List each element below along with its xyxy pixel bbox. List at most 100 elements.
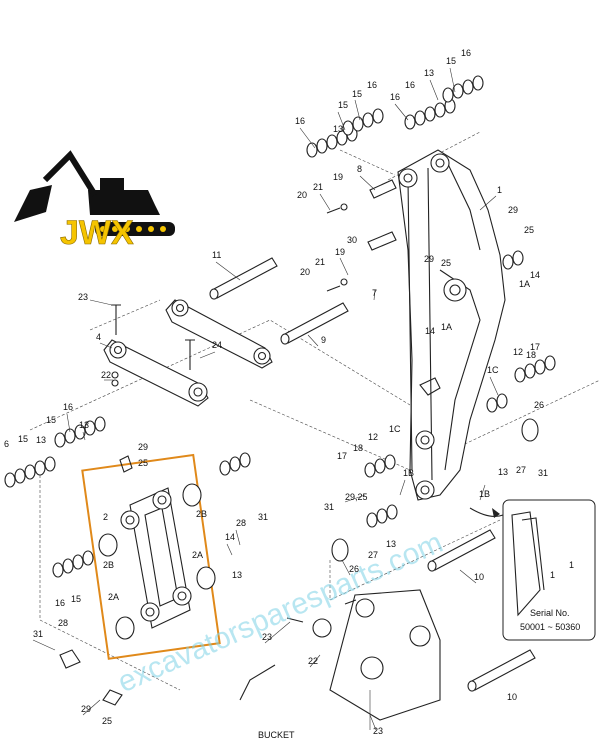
washer-9-2 (384, 454, 396, 470)
washer-6-0 (502, 254, 514, 270)
callout-c81: 29 (81, 704, 91, 714)
callout-c16: 29 (508, 205, 518, 215)
serial-inset: 1 Serial No. 50001 ~ 50360 (469, 499, 596, 641)
callout-c70: 10 (474, 572, 484, 582)
bucket-bracket (239, 589, 441, 730)
washer-0-3 (336, 130, 348, 146)
callout-c24: 29 (424, 254, 434, 264)
callout-c71: 1 (569, 560, 574, 570)
leader-line-0 (299, 127, 316, 149)
callout-c8: 16 (461, 48, 471, 58)
callout-c63: 31 (324, 502, 334, 512)
callout-c32: 24 (212, 340, 222, 350)
leader-line-2 (354, 99, 361, 121)
callout-c19: 19 (335, 247, 345, 257)
washer-8-0 (486, 397, 498, 413)
callout-c46: 29 (138, 442, 148, 452)
leader-line-18 (66, 413, 71, 433)
callout-c57: 29,25 (345, 492, 368, 502)
callout-c74: 15 (71, 594, 81, 604)
leader-line-7 (479, 195, 497, 211)
leader-line-13 (99, 342, 113, 349)
callout-c36: 12 (513, 347, 523, 357)
callout-c25: 25 (441, 258, 451, 268)
callout-c10: 16 (405, 80, 415, 90)
bucket-label: BUCKET (258, 730, 295, 739)
leader-line-17 (489, 376, 499, 396)
washer-2-0 (404, 114, 416, 130)
leader-line-24 (226, 543, 233, 556)
callout-c31: 4 (96, 332, 101, 342)
washer-11-2 (72, 554, 84, 570)
callout-c11: 8 (357, 164, 362, 174)
washer-3-1 (452, 83, 464, 99)
washer-12-0 (366, 512, 378, 528)
leader-line-21 (399, 479, 406, 496)
washer-5-0 (54, 432, 66, 448)
callout-c59: 1B (479, 489, 490, 499)
leader-line-11 (215, 261, 241, 281)
callout-c72: 2A (108, 592, 119, 602)
link-part-4 (103, 339, 209, 407)
callout-c48: 12 (368, 432, 378, 442)
callout-c64: 14 (225, 532, 235, 542)
callout-c78: 31 (33, 629, 43, 639)
callout-c49: 1C (389, 424, 401, 434)
washer-1-1 (352, 116, 364, 132)
leader-line-9 (339, 257, 349, 276)
washer-5-3 (84, 420, 96, 436)
callout-c82: 25 (102, 716, 112, 726)
washer-2-3 (434, 102, 446, 118)
washer-10-1 (229, 456, 241, 472)
leader-line-32 (32, 639, 56, 651)
washer-3-3 (472, 75, 484, 91)
leader-line-25 (341, 559, 351, 576)
washer-9-1 (374, 458, 386, 474)
callout-c43: 15 (18, 434, 28, 444)
washer-0-1 (316, 138, 328, 154)
callout-c75: 23 (262, 632, 272, 642)
leader-line-30 (369, 714, 377, 731)
excavator-icon (14, 150, 175, 236)
callout-c73: 16 (55, 598, 65, 608)
washer-11-0 (52, 562, 64, 578)
callout-c56: 2B (196, 509, 207, 519)
callout-c34: 22 (101, 370, 111, 380)
callout-c47: 25 (138, 458, 148, 468)
washer-4-2 (24, 464, 36, 480)
callout-c35: 1C (487, 365, 499, 375)
callout-c6: 16 (390, 92, 400, 102)
bushings-part-2-set (98, 483, 216, 640)
washer-10-2 (239, 452, 251, 468)
washer-4-0 (4, 472, 16, 488)
callout-c39: 15 (46, 415, 56, 425)
leader-line-20 (344, 494, 366, 503)
callout-c45: 26 (534, 400, 544, 410)
leader-line-26 (459, 569, 477, 584)
arm-part-1 (397, 149, 506, 501)
washer-8-1 (496, 393, 508, 409)
washer-0-0 (306, 142, 318, 158)
washer-11-1 (62, 558, 74, 574)
callout-c38: 17 (530, 342, 540, 352)
inset-caption-range: 50001 ~ 50360 (520, 622, 580, 632)
callout-c2: 16 (295, 116, 305, 126)
washer-1-3 (372, 108, 384, 124)
brand-logo: JWX (14, 150, 175, 252)
logo-text: JWX (60, 214, 134, 252)
callout-c33: 9 (321, 335, 326, 345)
inset-part-label: 1 (550, 570, 555, 580)
callout-c18: 11 (212, 250, 221, 260)
washer-2-2 (424, 106, 436, 122)
washer-4-4 (44, 456, 56, 472)
callout-c79: 10 (507, 692, 517, 702)
callout-c27: 1A (519, 279, 530, 289)
callout-c22: 20 (300, 267, 310, 277)
washer-12-2 (386, 504, 398, 520)
washer-stacks (4, 75, 556, 578)
leader-line-12 (89, 299, 113, 306)
callout-c41: 13 (79, 420, 89, 430)
callout-c69: 26 (349, 564, 359, 574)
callout-c9: 15 (446, 56, 456, 66)
